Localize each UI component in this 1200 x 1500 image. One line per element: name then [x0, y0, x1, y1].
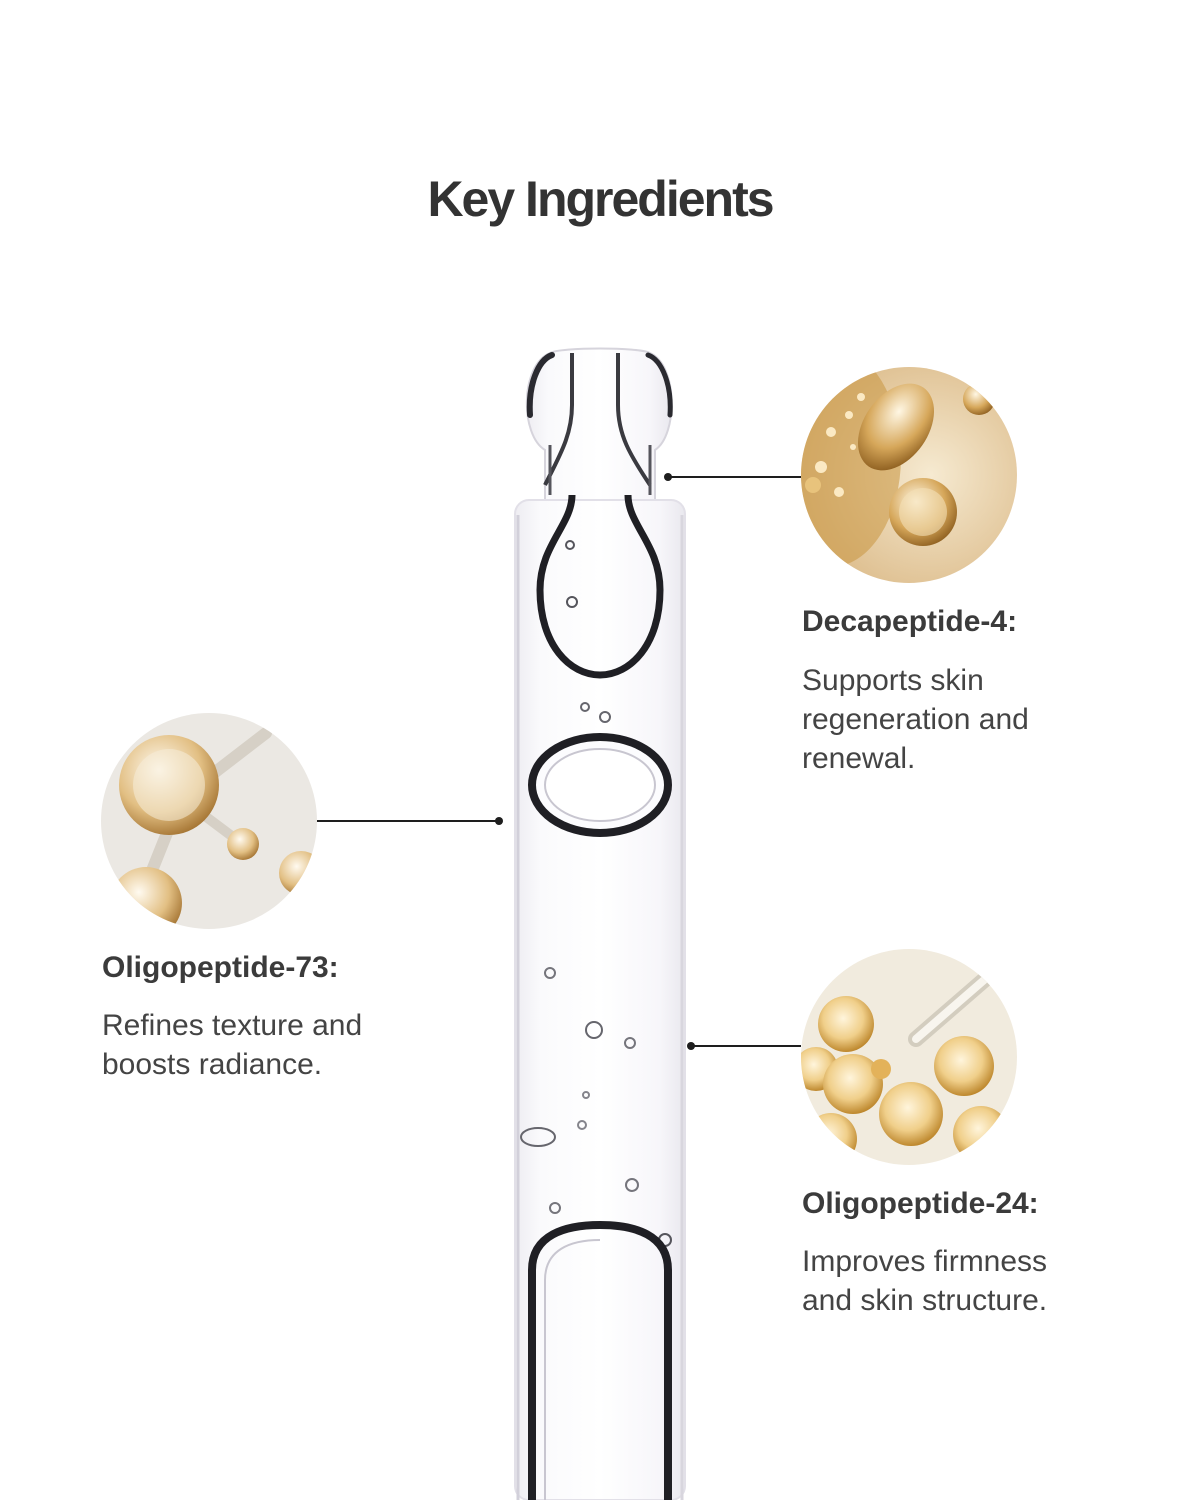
desc-line: renewal.	[802, 742, 916, 775]
ingredient-name-decapeptide-4: Decapeptide-4:	[802, 605, 1018, 638]
ingredient-desc-oligopeptide-24: Improves firmness and skin structure.	[802, 1242, 1047, 1320]
decapeptide-4-connector-line	[668, 476, 801, 478]
oligopeptide-24-connector-dot	[687, 1042, 695, 1050]
oligopeptide-73-connector-dot	[495, 817, 503, 825]
oligopeptide-73-image	[101, 713, 317, 929]
ingredient-name-oligopeptide-73: Oligopeptide-73:	[102, 951, 339, 984]
oligopeptide-24-connector-line	[691, 1045, 801, 1047]
ingredient-desc-decapeptide-4: Supports skin regeneration and renewal.	[802, 661, 1029, 778]
ingredient-name-oligopeptide-24: Oligopeptide-24:	[802, 1187, 1039, 1220]
decapeptide-4-connector-dot	[664, 473, 672, 481]
page-title: Key Ingredients	[427, 171, 774, 227]
desc-line: and skin structure.	[802, 1284, 1048, 1317]
oligopeptide-24-image	[801, 949, 1017, 1165]
decapeptide-4-image	[801, 367, 1017, 583]
oligopeptide-73-connector-line	[317, 820, 499, 822]
ingredient-desc-oligopeptide-73: Refines texture and boosts radiance.	[102, 1006, 362, 1084]
desc-line: regeneration and	[802, 703, 1029, 736]
desc-line: Refines texture and	[102, 1009, 363, 1042]
dropper-pipette-image	[514, 347, 686, 1500]
desc-line: Improves firmness	[802, 1245, 1048, 1278]
desc-line: boosts radiance.	[102, 1048, 323, 1081]
desc-line: Supports skin	[802, 664, 984, 697]
